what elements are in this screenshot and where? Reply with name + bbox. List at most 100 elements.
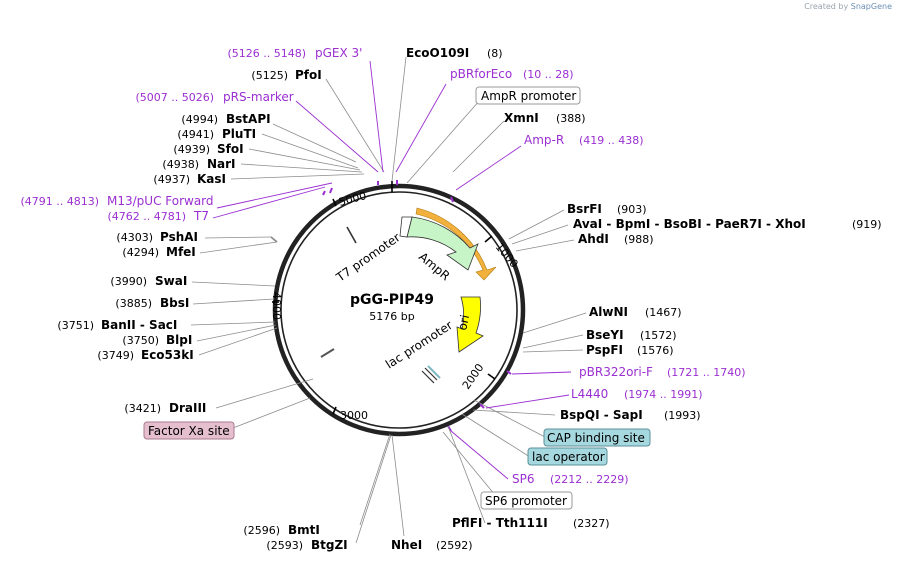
lac-operator-marks xyxy=(421,365,441,384)
enzyme-btgzi-pos: (2593) xyxy=(266,539,303,552)
snapgene-brand: SnapGene xyxy=(850,2,892,11)
enzyme-bspqi-sapi-pos: (1993) xyxy=(664,409,701,422)
enzyme-bmti-pos: (2596) xyxy=(243,524,280,537)
enzyme-sfoi-pos: (4939) xyxy=(173,143,210,156)
ring-marks xyxy=(270,180,512,432)
enzyme-nari[interactable]: NarI xyxy=(207,157,236,171)
enzyme-alwni-pos: (1467) xyxy=(645,306,682,319)
enzyme-bsrfi[interactable]: BsrFI xyxy=(567,202,602,216)
primer-m13-pos: (4791 .. 4813) xyxy=(20,195,99,208)
scale-ticks xyxy=(272,198,496,415)
ampr-feature[interactable] xyxy=(406,216,479,271)
primer-pgex3-pos: (5126 .. 5148) xyxy=(227,47,306,60)
ampr-promoter-arrow xyxy=(399,216,413,238)
enzyme-alwni[interactable]: AlwNI xyxy=(589,305,628,319)
tick-label-4000: 4000 xyxy=(270,292,283,320)
ori-feature[interactable] xyxy=(456,296,484,353)
enzyme-pfoi-pos: (5125) xyxy=(251,69,288,82)
enzyme-pflfi-tth111i[interactable]: PflFI - Tth111I xyxy=(452,516,548,530)
enzyme-blpi-pos: (3750) xyxy=(122,334,159,347)
enzyme-bsrfi-pos: (903) xyxy=(617,203,647,216)
enzyme-xmni-pos: (388) xyxy=(556,112,586,125)
enzyme-leaders xyxy=(190,56,587,544)
enzyme-bmti[interactable]: BmtI xyxy=(288,523,320,537)
enzyme-xhoi-group-pos: (919) xyxy=(852,218,882,231)
feature-box-sp6-promoter[interactable]: SP6 promoter xyxy=(480,491,573,510)
feature-lac-operator-label: lac operator xyxy=(532,450,605,464)
enzyme-kasi[interactable]: KasI xyxy=(197,172,226,186)
enzyme-mfei-pos: (4294) xyxy=(122,246,159,259)
primer-t7[interactable]: T7 xyxy=(193,209,209,223)
enzyme-pfoi[interactable]: PfoI xyxy=(295,68,322,82)
feature-box-factor-xa-site[interactable]: Factor Xa site xyxy=(143,421,235,440)
enzyme-banii-saci[interactable]: BanII - SacI xyxy=(101,318,177,332)
feature-box-ampr-promoter[interactable]: AmpR promoter xyxy=(475,86,581,105)
enzyme-pluti[interactable]: PluTI xyxy=(222,127,256,141)
enzyme-pshai-pos: (4303) xyxy=(116,231,153,244)
primer-pbr322ori-f-pos: (1721 .. 1740) xyxy=(667,366,746,379)
snapgene-credit: Created by SnapGene xyxy=(804,2,892,11)
enzyme-btgzi[interactable]: BtgZI xyxy=(311,538,348,552)
feature-box-lac-operator[interactable]: lac operator xyxy=(527,447,608,466)
primer-t7-pos: (4762 .. 4781) xyxy=(107,210,186,223)
feature-sp6-promoter-label: SP6 promoter xyxy=(485,494,567,508)
backbone-outer xyxy=(272,183,526,437)
enzyme-ahdi-pos: (988) xyxy=(624,233,654,246)
enzyme-nari-pos: (4938) xyxy=(162,158,199,171)
enzyme-nhei[interactable]: NheI xyxy=(391,538,422,552)
t7-promoter-label: T7 promoter xyxy=(333,230,403,285)
primer-pbrforeco[interactable]: pBRforEco xyxy=(450,67,512,81)
primer-prs-marker[interactable]: pRS-marker xyxy=(223,90,294,104)
enzyme-xmni[interactable]: XmnI xyxy=(504,111,539,125)
feature-box-cap-binding-site[interactable]: CAP binding site xyxy=(543,428,651,447)
enzyme-eco53ki-pos: (3749) xyxy=(97,349,134,362)
enzyme-bspqi-sapi[interactable]: BspQI - SapI xyxy=(560,408,643,422)
enzyme-draiii[interactable]: DraIII xyxy=(169,401,206,415)
primer-leaders xyxy=(212,60,572,480)
tick-label-3000: 3000 xyxy=(340,409,368,422)
ori-label: ori xyxy=(455,313,472,331)
enzyme-eco53ki[interactable]: Eco53kI xyxy=(141,348,194,362)
enzyme-xhoi-group[interactable]: AvaI - BpmI - BsoBI - PaeR7I - XhoI xyxy=(573,217,806,231)
primer-l4440[interactable]: L4440 xyxy=(571,387,608,401)
enzyme-swai[interactable]: SwaI xyxy=(155,274,187,288)
primer-amp-r[interactable]: Amp-R xyxy=(524,133,564,147)
enzyme-sacii-pos: (3751) xyxy=(57,319,94,332)
feature-cap-binding-site-label: CAP binding site xyxy=(547,431,645,445)
tick-label-2000: 2000 xyxy=(460,361,487,391)
enzyme-blpi[interactable]: BlpI xyxy=(166,333,192,347)
enzyme-pspfi-pos: (1576) xyxy=(637,344,674,357)
enzyme-bbsi-pos: (3885) xyxy=(115,297,152,310)
enzyme-ecoo109i[interactable]: EcoO109I xyxy=(406,46,469,60)
orf-arrow xyxy=(415,207,497,281)
enzyme-mfei[interactable]: MfeI xyxy=(166,245,196,259)
enzyme-pshai[interactable]: PshAI xyxy=(160,230,198,244)
backbone-inner xyxy=(280,191,518,429)
enzyme-draiii-pos: (3421) xyxy=(124,402,161,415)
enzyme-bseyi[interactable]: BseYI xyxy=(586,328,624,342)
enzyme-pspfi[interactable]: PspFI xyxy=(586,343,623,357)
enzyme-ahdi[interactable]: AhdI xyxy=(578,232,609,246)
enzyme-swai-pos: (3990) xyxy=(110,275,147,288)
enzyme-pluti-pos: (4941) xyxy=(177,128,214,141)
lac-promoter-label: lac promoter xyxy=(383,318,455,372)
primer-sp6[interactable]: SP6 xyxy=(512,472,535,486)
plasmid-length: 5176 bp xyxy=(369,310,414,323)
enzyme-ecoo109i-pos: (8) xyxy=(487,47,503,60)
primer-pbrforeco-pos: (10 .. 28) xyxy=(523,68,574,81)
enzyme-bseyi-pos: (1572) xyxy=(640,329,677,342)
enzyme-bstapi[interactable]: BstAPI xyxy=(226,112,271,126)
enzyme-pflfi-tth111i-pos: (2327) xyxy=(573,517,610,530)
enzyme-nhei-pos: (2592) xyxy=(436,539,473,552)
primer-m13-puc-forward[interactable]: M13/pUC Forward xyxy=(107,194,214,208)
enzyme-bstapi-pos: (4994) xyxy=(181,113,218,126)
primer-pgex3[interactable]: pGEX 3' xyxy=(315,46,362,60)
primer-sp6-pos: (2212 .. 2229) xyxy=(550,473,629,486)
feature-factor-xa-site-label: Factor Xa site xyxy=(148,424,230,438)
enzyme-sfoi[interactable]: SfoI xyxy=(217,142,244,156)
tick-label-5000: 5000 xyxy=(337,189,367,209)
enzyme-bbsi[interactable]: BbsI xyxy=(160,296,189,310)
plasmid-name: pGG-PIP49 xyxy=(350,292,434,308)
primer-pbr322ori-f[interactable]: pBR322ori-F xyxy=(579,365,653,379)
